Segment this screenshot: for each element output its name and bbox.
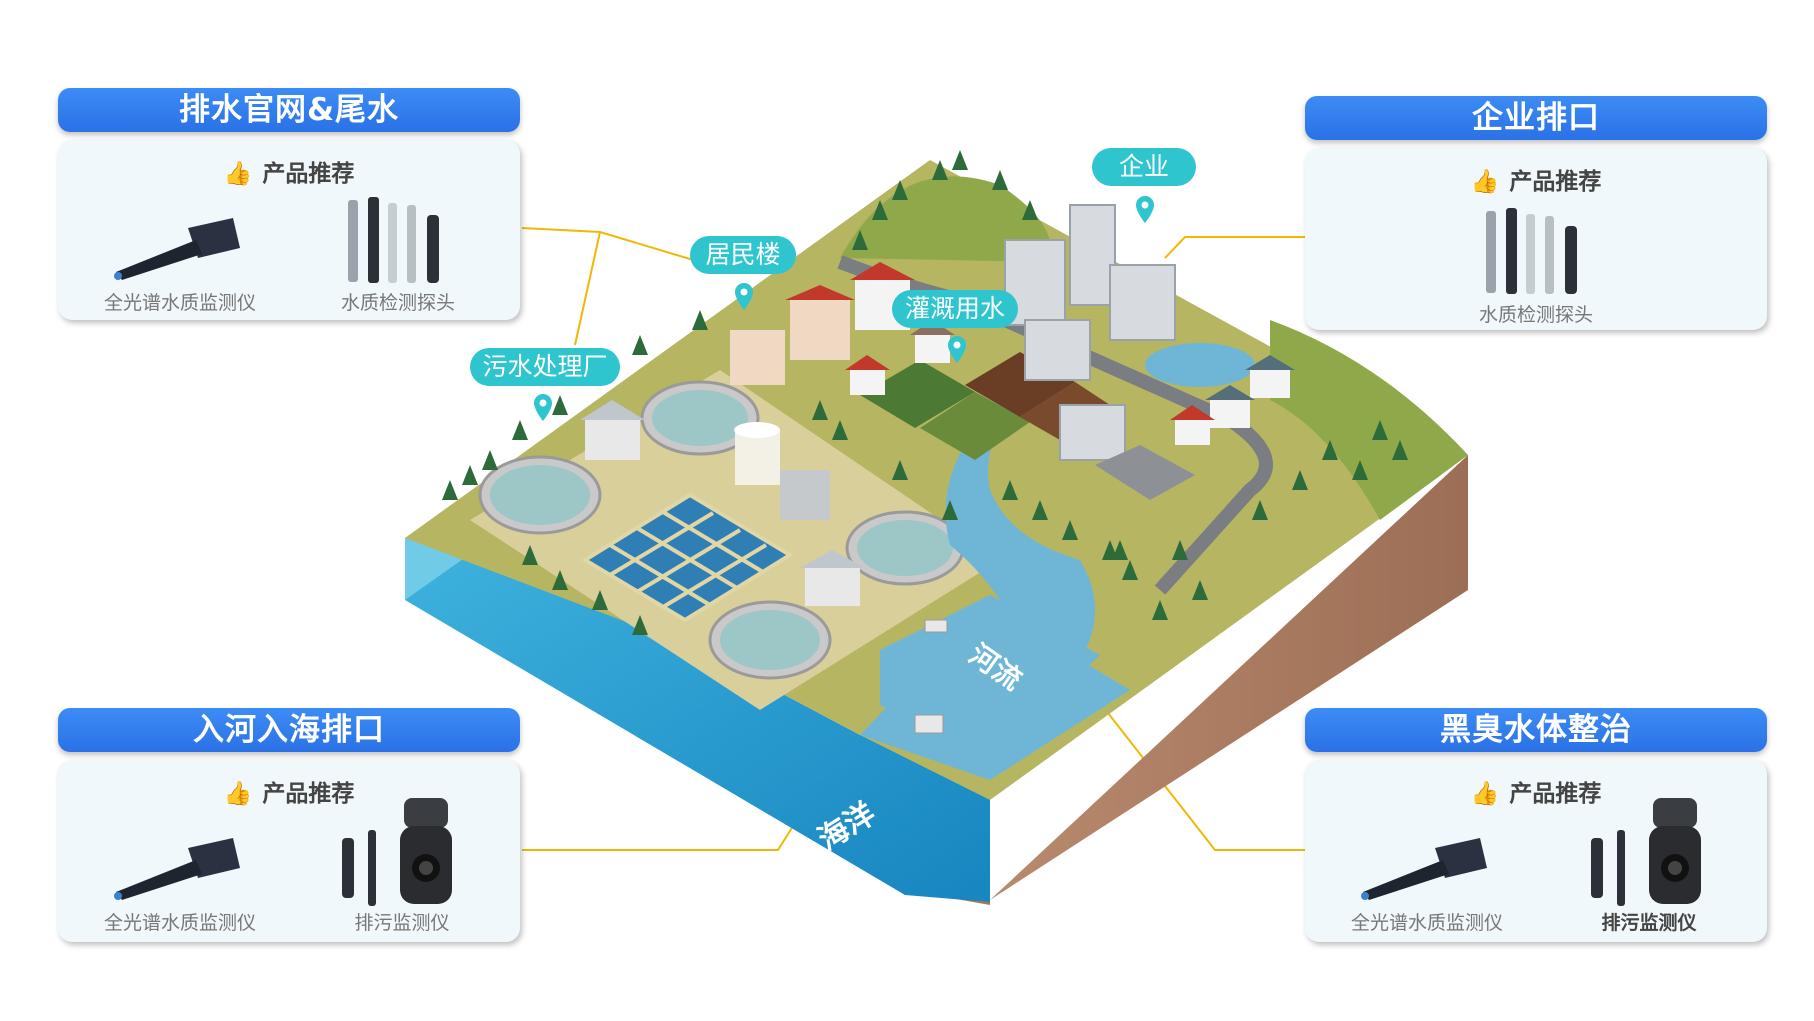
thumbs-up-icon: 👍 (1470, 169, 1500, 195)
card-enterprise: 👍产品推荐 水质检测探头 (1305, 148, 1767, 330)
card-outfall: 👍产品推荐 全光谱水质监测仪 排污监测仪 (58, 760, 520, 942)
map-pin-icon (1136, 196, 1154, 223)
water-probe-icon (1591, 830, 1625, 906)
ocean (405, 538, 990, 902)
product-label: 全光谱水质监测仪 (1350, 912, 1503, 934)
tag-residential: 居民楼 (690, 236, 796, 274)
water-probe-icon (348, 197, 439, 283)
product-label: 排污监测仪 (354, 912, 450, 934)
spectrum-analyzer-icon (114, 218, 240, 280)
residential-buildings (730, 262, 955, 395)
water-probe-icon (1486, 208, 1577, 294)
houses-right (1170, 355, 1295, 445)
dome-camera-icon (1649, 798, 1701, 904)
product-recommend-heading: 👍产品推荐 (223, 781, 355, 807)
card-title-drainage: 排水官网&尾水 (58, 88, 520, 132)
map-pin-icon (735, 283, 753, 310)
product-label: 全光谱水质监测仪 (103, 912, 256, 934)
card-title-outfall: 入河入海排口 (58, 708, 520, 752)
spectrum-analyzer-icon (1361, 838, 1487, 900)
product-label: 水质检测探头 (1478, 304, 1593, 326)
tag-sewage-plant: 污水处理厂 (470, 348, 620, 386)
dome-camera-icon (400, 798, 452, 904)
spectrum-analyzer-icon (114, 838, 240, 900)
thumbs-up-icon: 👍 (1470, 781, 1500, 807)
thumbs-up-icon: 👍 (223, 781, 253, 807)
water-probe-icon (342, 830, 376, 906)
map-pin-icon (534, 394, 552, 421)
enterprise-buildings (1004, 204, 1176, 461)
tag-irrigation: 灌溉用水 (892, 290, 1018, 328)
product-recommend-heading: 👍产品推荐 (1470, 169, 1602, 195)
product-label: 排污监测仪 (1601, 912, 1697, 934)
thumbs-up-icon: 👍 (223, 161, 253, 187)
card-title-blackodor: 黑臭水体整治 (1305, 708, 1767, 752)
terrain-side-right (990, 455, 1468, 900)
outfall-structure (914, 714, 944, 734)
hill (840, 176, 1052, 262)
tag-enterprise: 企业 (1092, 148, 1196, 186)
map-pin-icon (948, 336, 966, 363)
product-recommend-heading: 👍产品推荐 (223, 161, 355, 187)
product-label: 水质检测探头 (340, 292, 455, 314)
card-drainage: 👍产品推荐 全光谱水质监测仪 水质检测探头 (58, 140, 520, 320)
product-label: 全光谱水质监测仪 (103, 292, 256, 314)
trees (442, 150, 1408, 635)
plant-buildings (580, 400, 865, 606)
product-recommend-heading: 👍产品推荐 (1470, 781, 1602, 807)
card-title-enterprise: 企业排口 (1305, 96, 1767, 140)
terrain-top (405, 160, 1468, 800)
card-blackodor: 👍产品推荐 全光谱水质监测仪 排污监测仪 (1305, 760, 1767, 942)
